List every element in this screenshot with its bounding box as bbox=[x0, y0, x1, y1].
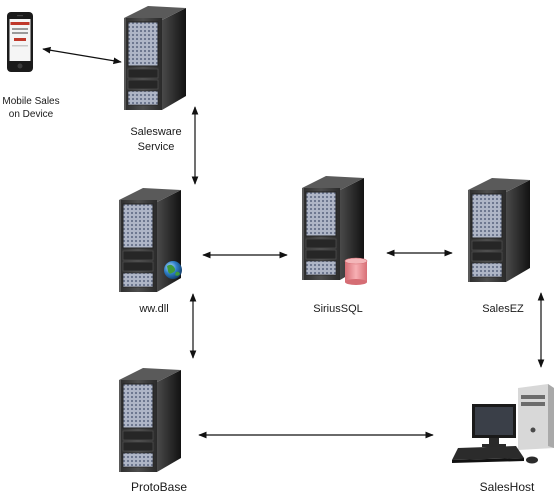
connection-arrows bbox=[42, 46, 545, 439]
saleshost-label: SalesHost bbox=[479, 480, 535, 494]
arrow-mobile-salesware bbox=[42, 46, 122, 65]
desktop-computer-icon bbox=[452, 384, 554, 464]
wwdll-label: ww.dll bbox=[139, 303, 169, 315]
salesez-label: SalesEZ bbox=[482, 303, 524, 315]
siriussql-label: SiriusSQL bbox=[313, 303, 363, 315]
protobase-server-icon bbox=[118, 367, 182, 473]
globe-icon bbox=[164, 261, 182, 279]
smartphone-icon bbox=[7, 12, 33, 72]
database-icon bbox=[344, 257, 368, 285]
mobile-label: Mobile Sales on Device bbox=[2, 96, 60, 120]
salesware-label: Salesware Service bbox=[130, 126, 182, 153]
salesware-server-icon bbox=[123, 5, 187, 111]
salesez-server-icon bbox=[467, 177, 531, 283]
protobase-label: ProtoBase bbox=[130, 480, 188, 494]
